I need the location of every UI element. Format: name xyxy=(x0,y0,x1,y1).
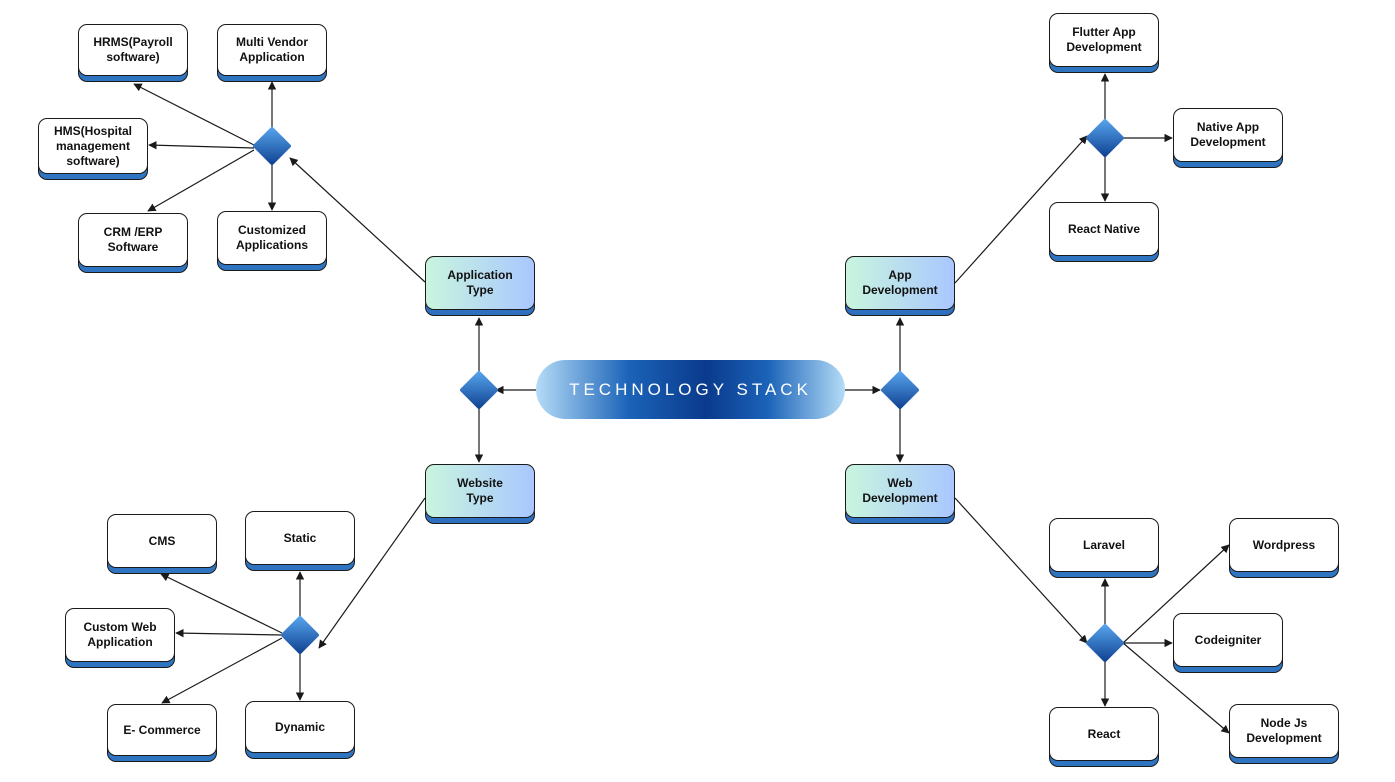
category-application-type: Application Type xyxy=(425,256,535,310)
technology-stack-title: TECHNOLOGY STACK xyxy=(536,360,845,419)
node-nodejs-development: Node Js Development xyxy=(1229,704,1339,758)
node-multi-vendor: Multi Vendor Application xyxy=(217,24,327,76)
edge-app-hub-hrms xyxy=(133,83,255,146)
node-dynamic: Dynamic xyxy=(245,701,355,753)
node-react-native: React Native xyxy=(1049,202,1159,256)
node-hms: HMS(Hospital management software) xyxy=(38,118,148,174)
edge-webdev-hub-nodejs xyxy=(1122,642,1230,734)
node-wordpress: Wordpress xyxy=(1229,518,1339,572)
node-cms: CMS xyxy=(107,514,217,568)
node-laravel: Laravel xyxy=(1049,518,1159,572)
node-crm-erp: CRM /ERP Software xyxy=(78,213,188,267)
edge-web-hub-cms xyxy=(160,573,283,634)
edge-app-hub-crm xyxy=(147,149,255,212)
node-hrms: HRMS(Payroll software) xyxy=(78,24,188,76)
node-customized-applications: Customized Applications xyxy=(217,211,327,265)
edge-webdev-hub-wordpress xyxy=(1122,544,1230,644)
category-website-type: Website Type xyxy=(425,464,535,518)
node-codeigniter: Codeigniter xyxy=(1173,613,1283,667)
node-native-app-development: Native App Development xyxy=(1173,108,1283,162)
edge-application-type-hub xyxy=(289,157,426,283)
category-app-development: App Development xyxy=(845,256,955,310)
edge-web-hub-ecommerce xyxy=(161,637,283,704)
edge-web-development-hub xyxy=(954,497,1088,644)
node-custom-web-application: Custom Web Application xyxy=(65,608,175,662)
edge-app-development-hub xyxy=(954,135,1088,284)
node-react: React xyxy=(1049,707,1159,761)
node-static: Static xyxy=(245,511,355,565)
node-flutter-app-development: Flutter App Development xyxy=(1049,13,1159,67)
node-e-commerce: E- Commerce xyxy=(107,704,217,756)
edge-website-type-hub xyxy=(318,497,426,649)
category-web-development: Web Development xyxy=(845,464,955,518)
edge-app-hub-hms xyxy=(148,141,255,150)
edge-web-hub-custom xyxy=(175,628,283,638)
